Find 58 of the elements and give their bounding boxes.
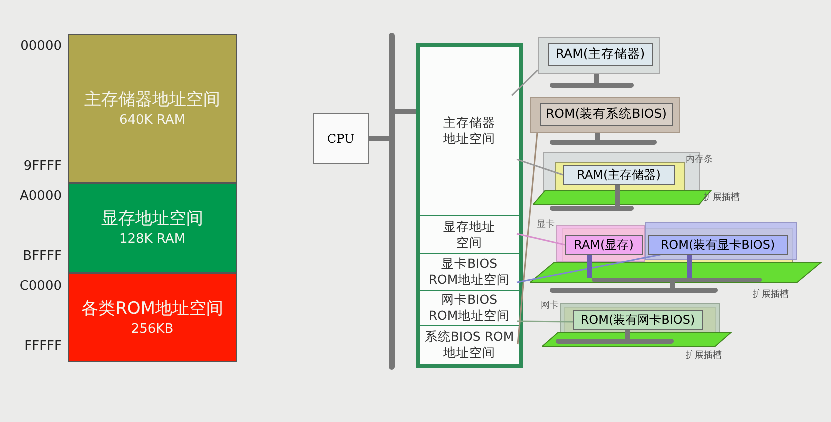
bus-bar [550,288,718,293]
bus-connector [615,185,620,206]
bus-connector [595,133,600,140]
address-label: 9FFFF [24,158,62,176]
address-region: 主存储器地址空间 [420,47,519,215]
leader-line [516,254,661,284]
bus-connector [587,255,592,278]
bus-bar [592,278,762,282]
memory-chip: RAM(主存储器) [548,43,653,66]
slot-label: 扩展插槽 [753,289,789,301]
address-region: 系统BIOS ROM地址空间 [420,325,519,364]
bus-bar [550,140,657,145]
memory-segment [68,34,237,183]
leader-line [516,158,564,176]
bus-bar [550,206,634,211]
segment-size: 128K RAM [119,231,186,249]
bus-connector [395,109,416,114]
system-bus [389,33,395,370]
chip-callout [538,37,660,74]
card-label: 显卡 [537,219,555,231]
bus-connector [369,136,389,141]
bus-connector [670,282,676,288]
cpu-box: CPU [313,113,369,164]
address-region: 显卡BIOS ROM地址空间 [420,253,519,290]
segment-title: 显存地址空间 [102,208,204,231]
address-label: C0000 [20,278,62,296]
segment-title: 主存储器地址空间 [84,88,220,112]
memory-chip: RAM(显存) [565,235,643,255]
bus-bar [550,83,634,88]
chip-callout [530,97,680,133]
address-region: 显存地址空间 [420,215,519,253]
card-label: 网卡 [541,300,559,312]
bus-connector [688,255,692,278]
slot-label: 扩展插槽 [686,350,722,362]
memory-segment [68,183,237,273]
card-label: 内存条 [686,154,713,166]
bus-connector [594,74,600,83]
segment-size: 640K RAM [119,112,186,130]
address-label: 00000 [20,38,62,56]
address-label: FFFFF [24,338,62,356]
memory-chip: ROM(装有显卡BIOS) [648,235,788,255]
bus-connector [625,330,630,339]
memory-segment [68,273,237,362]
leader-line [517,320,573,323]
address-region: 网卡BIOS ROM地址空间 [420,290,519,325]
address-label: BFFFF [23,248,62,266]
address-label: A0000 [20,188,62,206]
memory-chip: RAM(主存储器) [563,165,675,185]
leader-line [511,70,539,96]
segment-title: 各类ROM地址空间 [82,298,224,320]
segment-size: 256KB [131,320,174,338]
memory-chip: ROM(装有网卡BIOS) [573,310,703,330]
leader-line [517,132,538,345]
slot-label: 扩展插槽 [704,192,740,204]
leader-line [516,233,566,246]
bus-bar [556,339,674,344]
memory-chip: ROM(装有系统BIOS) [540,103,673,126]
address-space-frame [416,43,523,368]
